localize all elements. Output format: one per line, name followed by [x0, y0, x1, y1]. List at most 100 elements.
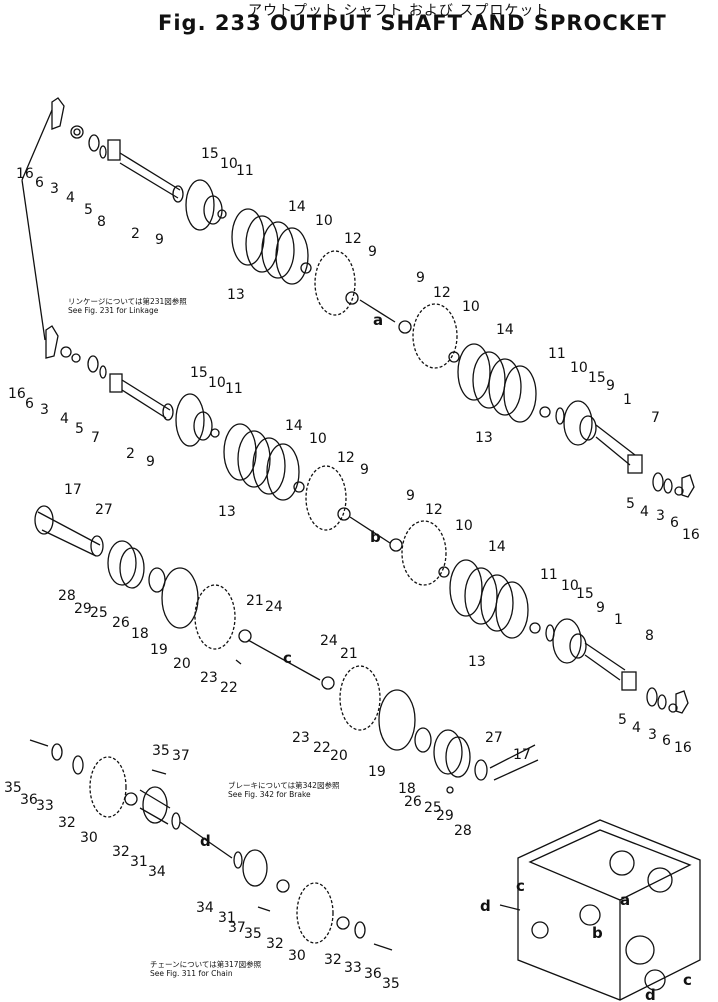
row1-right-assembly: [398, 303, 695, 498]
callout-label: 32: [112, 844, 130, 860]
callout-label: 16: [682, 527, 700, 543]
callout-label: 11: [236, 163, 254, 179]
linkage-note-jp: リンケージについては第231図参照: [68, 297, 187, 306]
connector-letter: b: [370, 528, 381, 546]
callout-label: 19: [368, 764, 386, 780]
connector-letters: a b c d c a d b c d: [200, 311, 692, 1002]
linkage-note-en: See Fig. 231 for Linkage: [68, 306, 159, 315]
callout-label: 14: [285, 418, 303, 434]
figure-title: Fig. 233 OUTPUT SHAFT AND SPROCKET: [158, 11, 667, 35]
chain-note-jp: チェーンについては第317図参照: [150, 960, 262, 969]
callout-label: 14: [488, 539, 506, 555]
callout-label: 10: [570, 360, 588, 376]
chain-note-en: See Fig. 311 for Chain: [150, 969, 233, 978]
callout-label: 7: [91, 430, 100, 446]
connector-letter: a: [373, 311, 383, 329]
brake-note-jp: ブレーキについては第342図参照: [228, 781, 340, 790]
callout-label: 15: [576, 586, 594, 602]
connector-letter: d: [480, 897, 491, 915]
callout-label: 26: [112, 615, 130, 631]
housing-inset: [517, 819, 701, 1001]
callout-label: 9: [596, 600, 605, 616]
callout-label: 14: [288, 199, 306, 215]
row3-left-assembly: [34, 505, 252, 665]
callout-label: 15: [588, 370, 606, 386]
callout-label: 31: [218, 910, 236, 926]
callout-label: 23: [200, 670, 218, 686]
callout-label: 6: [25, 396, 34, 412]
row4-right-assembly: [233, 849, 393, 951]
callout-label: 14: [496, 322, 514, 338]
connector-letter: a: [620, 891, 630, 909]
callout-label: 33: [36, 798, 54, 814]
callout-label: 23: [292, 730, 310, 746]
callout-label: 5: [626, 496, 635, 512]
callout-label: 10: [220, 156, 238, 172]
callout-label: 34: [196, 900, 214, 916]
callout-label: 4: [632, 720, 641, 736]
callout-label: 4: [60, 411, 69, 427]
callout-label: 30: [288, 948, 306, 964]
callout-label: 32: [58, 815, 76, 831]
callout-label: 16: [16, 166, 34, 182]
callout-label: 9: [406, 488, 415, 504]
callout-label: 11: [225, 381, 243, 397]
callout-label: 28: [58, 588, 76, 604]
connector-letter: c: [683, 971, 692, 989]
callout-label: 11: [540, 567, 558, 583]
callout-label: 24: [265, 599, 283, 615]
callout-label: 16: [674, 740, 692, 756]
callout-label: 12: [425, 502, 443, 518]
brake-note: ブレーキについては第342図参照 See Fig. 342 for Brake: [228, 781, 339, 799]
connector-letter: d: [200, 832, 211, 850]
callout-label: 15: [190, 365, 208, 381]
callout-label: 21: [340, 646, 358, 662]
callout-label: 36: [20, 792, 38, 808]
callout-label: 5: [618, 712, 627, 728]
callout-label: 13: [227, 287, 245, 303]
callout-label: 20: [330, 748, 348, 764]
callout-label: 3: [50, 181, 59, 197]
callout-label: 9: [416, 270, 425, 286]
callout-label: 33: [344, 960, 362, 976]
callout-label: 37: [228, 920, 246, 936]
callout-label: 10: [455, 518, 473, 534]
callout-label: 22: [220, 680, 238, 696]
callout-label: 16: [8, 386, 26, 402]
callout-label: 3: [656, 508, 665, 524]
callout-label: 9: [146, 454, 155, 470]
callout-label: 9: [360, 462, 369, 478]
callout-label: 17: [64, 482, 82, 498]
callout-label: 32: [266, 936, 284, 952]
callout-label: 6: [35, 175, 44, 191]
callout-label: 15: [201, 146, 219, 162]
callout-label: 10: [561, 578, 579, 594]
callout-label: 3: [648, 727, 657, 743]
callout-label: 2: [131, 226, 140, 242]
callout-label: 12: [337, 450, 355, 466]
figure-title-japanese: アウトプット シャフト および スプロケット: [248, 3, 550, 19]
callout-label: 11: [548, 346, 566, 362]
callout-label: 12: [433, 285, 451, 301]
row2-right-assembly: [389, 520, 689, 714]
row1-left-assembly: [51, 97, 359, 316]
chain-note: チェーンについては第317図参照 See Fig. 311 for Chain: [150, 960, 261, 978]
callout-label: 18: [398, 781, 416, 797]
callout-label: 9: [368, 244, 377, 260]
callout-label: 8: [645, 628, 654, 644]
callout-label: 25: [424, 800, 442, 816]
callout-label: 2: [126, 446, 135, 462]
callout-label: 5: [84, 202, 93, 218]
callout-label: 1: [614, 612, 623, 628]
callout-label: 7: [651, 410, 660, 426]
callout-label: 35: [244, 926, 262, 942]
callout-label: 18: [131, 626, 149, 642]
callout-label: 21: [246, 593, 264, 609]
connector-letter: d: [645, 986, 656, 1002]
callout-label: 26: [404, 794, 422, 810]
callout-label: 8: [97, 214, 106, 230]
callout-label: 35: [382, 976, 400, 992]
callout-label: 1: [623, 392, 632, 408]
callout-label: 34: [148, 864, 166, 880]
callout-label: 20: [173, 656, 191, 672]
